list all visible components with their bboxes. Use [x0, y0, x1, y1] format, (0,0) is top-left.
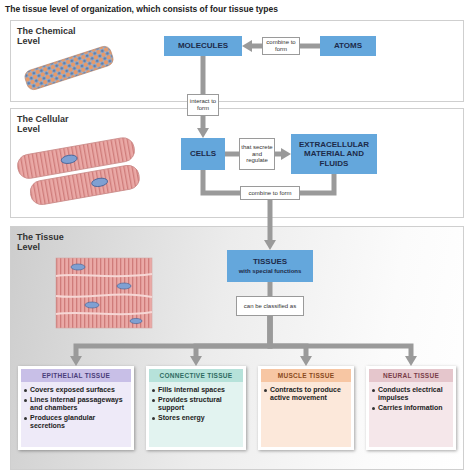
tissue-type-box: CONNECTIVE TISSUE Fills internal spacesPr…: [146, 366, 246, 450]
tissue-feature: Conducts electrical impulses: [369, 385, 453, 403]
structure-box: ATOMS: [320, 36, 376, 56]
tissue-feature: Lines internal passageways and chambers: [21, 395, 131, 413]
structure-box: TISSUES with special functions: [227, 250, 313, 282]
structure-box: CELLS: [181, 138, 225, 170]
tissue-type-box: NEURAL TISSUE Conducts electrical impulse…: [366, 366, 456, 450]
connector-label-box: combine to form: [262, 37, 300, 55]
level-label: The Tissue Level: [17, 232, 81, 253]
tissue-type-box: MUSCLE TISSUE Contracts to produce active…: [258, 366, 354, 450]
tissue-feature: Produces glandular secretions: [21, 413, 131, 431]
connector-label: combine to form: [248, 190, 291, 197]
tissue-heading: EPITHELIAL TISSUE: [21, 369, 131, 382]
level-panel: The Chemical LevelMOLECULES combine to fo…: [10, 20, 464, 102]
tissue-feature: Carries information: [369, 403, 453, 413]
tissue-feature: Stores energy: [149, 413, 243, 423]
tissue-heading: NEURAL TISSUE: [369, 369, 453, 382]
connector-label: interact to form: [189, 98, 217, 111]
tissue-feature: Provides structural support: [149, 395, 243, 413]
connector-label-box: can be classified as: [236, 296, 304, 316]
connector-label: that secrete and regulate: [241, 144, 273, 164]
tissue-heading: CONNECTIVE TISSUE: [149, 369, 243, 382]
tissue-type-box: EPITHELIAL TISSUE Covers exposed surfaces…: [18, 366, 134, 450]
connector-label-box: combine to form: [240, 186, 300, 200]
structure-label: MOLECULES: [178, 41, 228, 50]
structure-note: with special functions: [239, 268, 302, 275]
tissue-feature: Covers exposed surfaces: [21, 385, 131, 395]
level-label: The Chemical Level: [17, 26, 81, 47]
structure-label: TISSUES: [253, 257, 287, 266]
connector-label-box: that secrete and regulate: [239, 138, 275, 170]
connector-label: combine to form: [264, 39, 298, 52]
structure-label: EXTRACELLULAR MATERIAL AND FLUIDS: [292, 140, 376, 168]
tissue-feature: Contracts to produce active movement: [261, 385, 351, 403]
connector-label: can be classified as: [244, 303, 296, 310]
tissue-heading: MUSCLE TISSUE: [261, 369, 351, 382]
level-label: The Cellular Level: [17, 114, 81, 135]
level-panel: The Cellular LevelCELLS that secrete and …: [10, 108, 464, 218]
structure-box: MOLECULES: [164, 36, 242, 56]
connector-label-box: interact to form: [187, 94, 219, 116]
tissue-feature: Fills internal spaces: [149, 385, 243, 395]
structure-label: ATOMS: [334, 41, 362, 50]
structure-box: EXTRACELLULAR MATERIAL AND FLUIDS: [291, 134, 377, 174]
diagram-title: The tissue level of organization, which …: [5, 4, 278, 14]
structure-label: CELLS: [190, 149, 216, 158]
level-panel: The Tissue LevelTISSUES with special func…: [10, 226, 464, 470]
